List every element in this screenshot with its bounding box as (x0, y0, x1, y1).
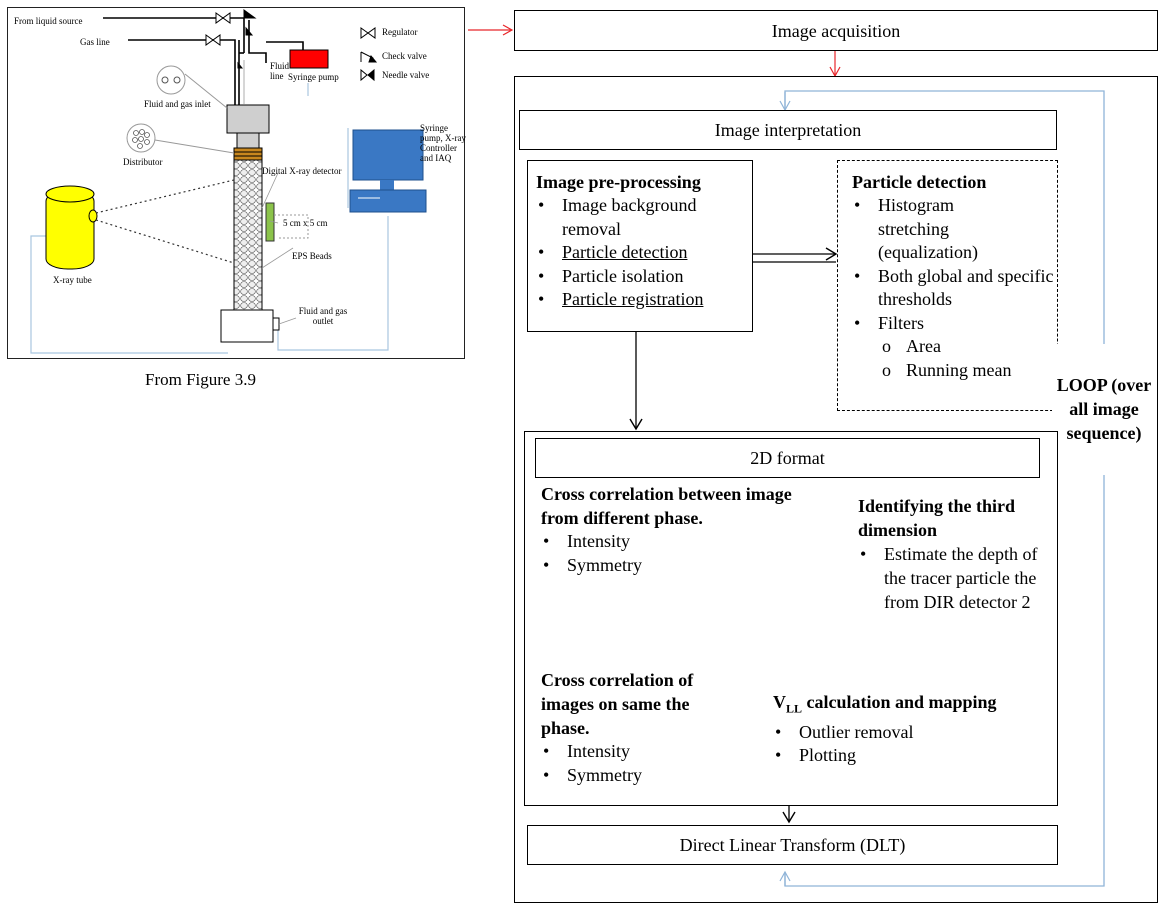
pd-item-thresholds: Both global and specific thresholds (852, 265, 1058, 312)
legend-check-valve: Check valve (382, 51, 427, 61)
third-dim-block: Identifying the third dimension Estimate… (858, 494, 1048, 614)
label-xray-tube: X-ray tube (53, 275, 92, 285)
pd-sub-running-mean: Running mean (882, 359, 1057, 383)
particle-detection-box: Particle detection Histogram stretching … (837, 160, 1058, 411)
pre-item-registration-text: Particle registration (562, 289, 704, 309)
pd-item-filters-text: Filters (878, 312, 925, 333)
syringe-pump (289, 49, 329, 69)
vll-title-v: V (773, 692, 786, 712)
figure-caption: From Figure 3.9 (145, 370, 256, 389)
label-distributor: Distributor (123, 157, 163, 167)
format-2d-label: 2D format (750, 448, 825, 468)
cross-same-title: Cross correlation of images on same the … (541, 670, 694, 738)
distributor-band (233, 147, 263, 161)
label-fluid-gas-inlet: Fluid and gas inlet (144, 99, 211, 109)
preprocessing-title: Image pre-processing (536, 172, 701, 192)
label-eps-beads: EPS Beads (292, 251, 332, 261)
label-syringe-pump: Syringe pump (288, 72, 339, 82)
cross-same-list: Intensity Symmetry (541, 740, 741, 787)
particle-detection-list: Histogram stretching (equalization) Both… (852, 194, 1057, 382)
label-detector-size: 5 cm x 5 cm (283, 218, 328, 228)
third-dim-list: Estimate the depth of the tracer particl… (858, 542, 1048, 614)
legend-regulator: Regulator (382, 27, 418, 37)
particle-detection-title: Particle detection (852, 172, 987, 192)
label-from-liquid-source: From liquid source (14, 16, 83, 26)
format-2d-box: 2D format (535, 438, 1040, 478)
third-dim-estimate: Estimate the depth of the tracer particl… (858, 542, 1048, 614)
pre-item-registration: Particle registration (536, 288, 752, 312)
computer-monitor (352, 129, 424, 181)
pre-item-detection: Particle detection (536, 241, 752, 265)
xray-tube (45, 190, 95, 270)
pd-filter-sublist: Area Running mean (882, 335, 1057, 382)
label-gas-line: Gas line (80, 37, 110, 47)
image-interpretation-box: Image interpretation (519, 110, 1057, 150)
preprocessing-box: Image pre-processing Image background re… (527, 160, 753, 332)
cross-diff-block: Cross correlation between image from dif… (541, 482, 811, 577)
image-interpretation-label: Image interpretation (714, 120, 862, 140)
cross-same-intensity: Intensity (541, 740, 741, 764)
image-acquisition-label: Image acquisition (771, 20, 901, 41)
vll-outlier: Outlier removal (773, 721, 1053, 745)
apparatus-figure: From liquid source Gas line Fluid line S… (7, 7, 466, 359)
cross-same-block: Cross correlation of images on same the … (541, 668, 741, 787)
cross-diff-list: Intensity Symmetry (541, 530, 811, 577)
computer-base (349, 189, 427, 213)
pre-item-bg-removal: Image background removal (536, 194, 732, 241)
pre-item-detection-text: Particle detection (562, 242, 688, 262)
preprocessing-list: Image background removal Particle detect… (536, 194, 752, 312)
cross-same-symmetry: Symmetry (541, 764, 741, 788)
legend-needle-valve: Needle valve (382, 70, 430, 80)
vll-block: VLL calculation and mapping Outlier remo… (773, 690, 1053, 768)
pd-item-histogram: Histogram stretching (equalization) (852, 194, 1008, 265)
loop-label: LOOP (over all image sequence) (1052, 344, 1156, 474)
label-xray-detector: Digital X-ray detector (262, 166, 342, 176)
vll-title-rest: calculation and mapping (802, 692, 997, 712)
vll-title: VLL calculation and mapping (773, 690, 1053, 721)
vll-list: Outlier removal Plotting (773, 721, 1053, 768)
image-acquisition-box: Image acquisition (514, 10, 1158, 51)
vll-title-sub: LL (786, 701, 803, 716)
label-fluid-line: Fluid line (270, 61, 290, 81)
apparatus-drawing (30, 9, 427, 354)
bead-column (233, 159, 263, 311)
regulator-symbols (205, 9, 257, 46)
third-dim-title: Identifying the third dimension (858, 496, 1016, 540)
label-fluid-gas-outlet: Fluid and gas outlet (298, 306, 348, 326)
pd-item-filters: Filters Area Running mean (852, 312, 1057, 383)
pre-item-isolation: Particle isolation (536, 265, 752, 289)
legend-symbols (360, 27, 378, 82)
loop-label-text: LOOP (over all image sequence) (1056, 375, 1152, 443)
dlt-label: Direct Linear Transform (DLT) (679, 835, 906, 855)
pd-sub-area: Area (882, 335, 1057, 359)
cross-diff-intensity: Intensity (541, 530, 811, 554)
dlt-box: Direct Linear Transform (DLT) (527, 825, 1058, 865)
cross-diff-title: Cross correlation between image from dif… (541, 484, 792, 528)
label-controller: Syringe pump, X-ray Controller and IAQ (420, 123, 466, 163)
vll-plotting: Plotting (773, 744, 1053, 768)
cross-diff-symmetry: Symmetry (541, 554, 811, 578)
